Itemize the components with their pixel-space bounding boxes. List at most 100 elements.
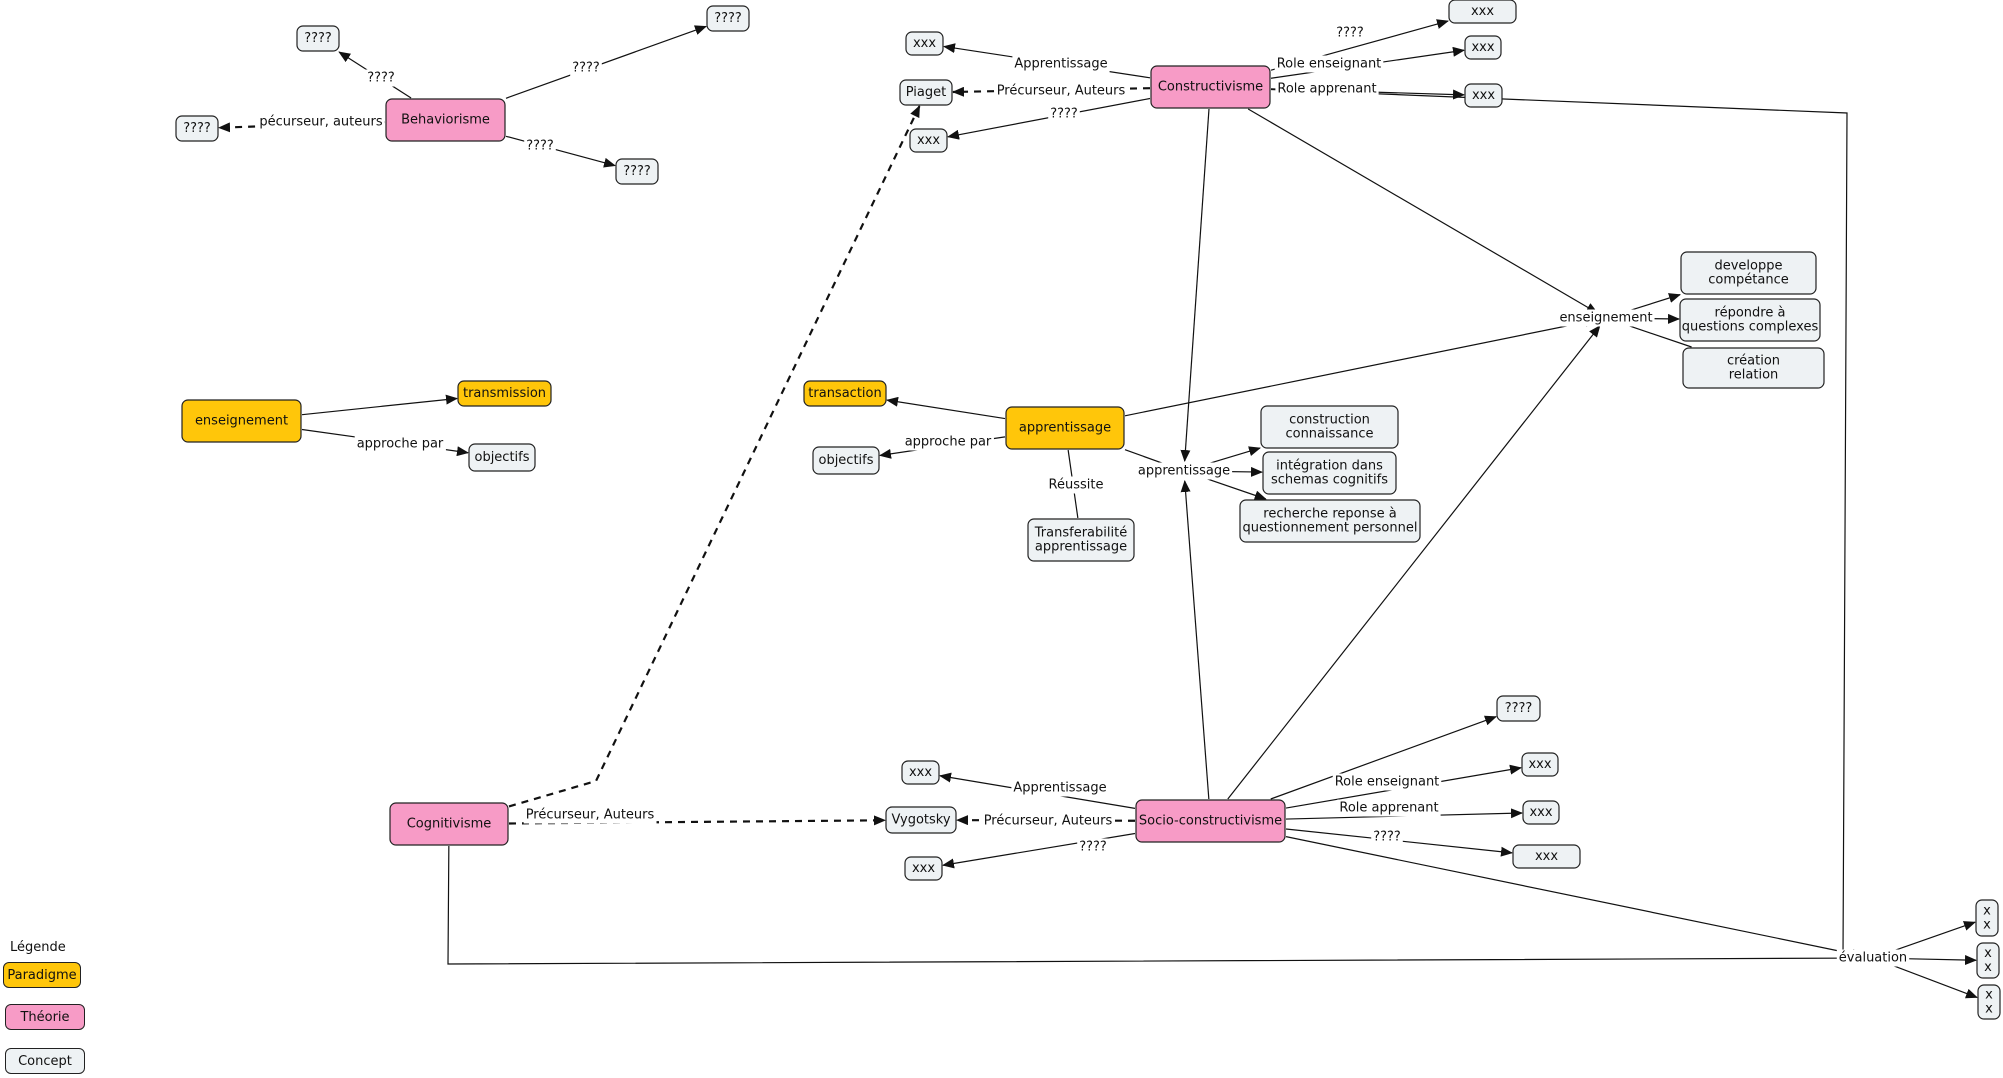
node-con-xxx-appr[interactable]: xxx [1464,83,1503,108]
node-soc-xxx-app[interactable]: xxx [901,760,940,785]
node-constructivisme[interactable]: Constructivisme [1150,65,1271,109]
node-box[interactable] [1521,752,1559,777]
edge-label-bg [1275,80,1379,98]
node-apprentissage-par[interactable]: apprentissage [1005,406,1125,450]
hub-evaluation: évaluation [1839,951,1907,966]
node-label: Transferabilité [1034,526,1127,541]
node-box[interactable] [1977,984,2001,1020]
edge-cognitivisme-to-vygotsky [508,815,886,826]
node-box[interactable] [296,25,340,52]
edge-socio-to-soc_q_top [1270,715,1497,800]
edge-label-bg [1337,799,1441,817]
node-box[interactable] [904,856,943,881]
node-beh-q-topright[interactable]: ???? [706,5,750,32]
node-box[interactable] [615,158,659,185]
node-transaction[interactable]: transaction [803,380,887,407]
node-box[interactable] [1679,298,1821,342]
edge-label-con-q-top: ???? [1336,26,1364,41]
node-box[interactable] [1448,0,1517,24]
node-box[interactable] [457,380,552,407]
node-beh-q-top[interactable]: ???? [296,25,340,52]
node-enseignement-par[interactable]: enseignement [181,399,302,443]
node-box[interactable] [1260,405,1399,449]
node-box[interactable] [1682,347,1825,389]
edge-label-bg [524,137,556,155]
node-box[interactable] [1512,844,1581,869]
node-objectifs-mid[interactable]: objectifs [812,446,880,475]
node-box[interactable] [1150,65,1271,109]
node-label: recherche reponse à [1263,507,1396,522]
node-box[interactable] [1464,83,1503,108]
edge-label-bg [1332,773,1442,791]
node-soc-xxx-appr[interactable]: xxx [1522,800,1560,825]
edge-label-soc-apprentissage: Apprentissage [1013,781,1106,796]
node-box[interactable] [909,128,948,153]
node-objectifs-left[interactable]: objectifs [468,443,536,472]
node-eval-x1[interactable]: xx [1975,899,1999,937]
node-box[interactable] [181,399,302,443]
node-label: Socio-constructivisme [1139,814,1282,829]
node-box[interactable] [901,760,940,785]
node-box[interactable] [905,31,944,56]
node-soc-xxx-ens[interactable]: xxx [1521,752,1559,777]
node-label: xxx [1528,757,1551,772]
hub-apprentissage: apprentissage [1138,464,1230,479]
node-piaget[interactable]: Piaget [899,79,953,106]
node-label: ???? [714,11,742,26]
node-box[interactable] [1005,406,1125,450]
node-con-xxx-app[interactable]: xxx [905,31,944,56]
node-beh-q-left[interactable]: ???? [175,115,219,142]
node-cognitivisme[interactable]: Cognitivisme [389,802,509,846]
node-box[interactable] [1464,35,1502,60]
node-box[interactable] [1262,451,1397,495]
hub-bg [1836,949,1910,967]
node-box[interactable] [175,115,219,142]
node-label: x [1984,960,1992,975]
node-box[interactable] [803,380,887,407]
node-box[interactable] [1680,251,1817,295]
node-box[interactable] [1239,499,1421,543]
edge-label-beh-q-topright: ???? [572,61,600,76]
node-box[interactable] [885,806,957,834]
node-box[interactable] [899,79,953,106]
node-box[interactable] [1496,695,1541,722]
node-behaviorisme[interactable]: Behaviorisme [385,98,506,142]
node-box[interactable] [1027,518,1135,562]
node-con-xxx-q[interactable]: xxx [909,128,948,153]
node-label: compétance [1708,273,1788,288]
node-transmission[interactable]: transmission [457,380,552,407]
node-soc-q-top[interactable]: ???? [1496,695,1541,722]
node-con-xxx-ens[interactable]: xxx [1464,35,1502,60]
node-eval-x2[interactable]: xx [1976,942,2000,979]
node-box[interactable] [468,443,536,472]
node-con-xxx-top[interactable]: xxx [1448,0,1517,24]
edge-label-con-role-app: Role apprenant [1277,82,1376,97]
node-soc-xxx-q[interactable]: xxx [904,856,943,881]
node-box[interactable] [1522,800,1560,825]
node-soc-xxx-q2[interactable]: xxx [1512,844,1581,869]
node-box[interactable] [1975,899,1999,937]
edge-label-bg [981,812,1115,830]
node-box[interactable] [812,446,880,475]
node-beh-q-bottom[interactable]: ???? [615,158,659,185]
node-box[interactable] [389,802,509,846]
edge-label-con-apprentissage: Apprentissage [1014,57,1107,72]
node-vygotsky[interactable]: Vygotsky [885,806,957,834]
node-box[interactable] [706,5,750,32]
node-box[interactable] [1976,942,2000,979]
node-label: xxx [1471,4,1494,19]
node-box[interactable] [1135,799,1286,843]
edge-label-bg [1012,55,1110,73]
edge-label-reussite: Réussite [1049,478,1104,493]
node-box[interactable] [385,98,506,142]
node-eval-x3[interactable]: xx [1977,984,2001,1020]
node-socio[interactable]: Socio-constructivisme [1135,799,1286,843]
